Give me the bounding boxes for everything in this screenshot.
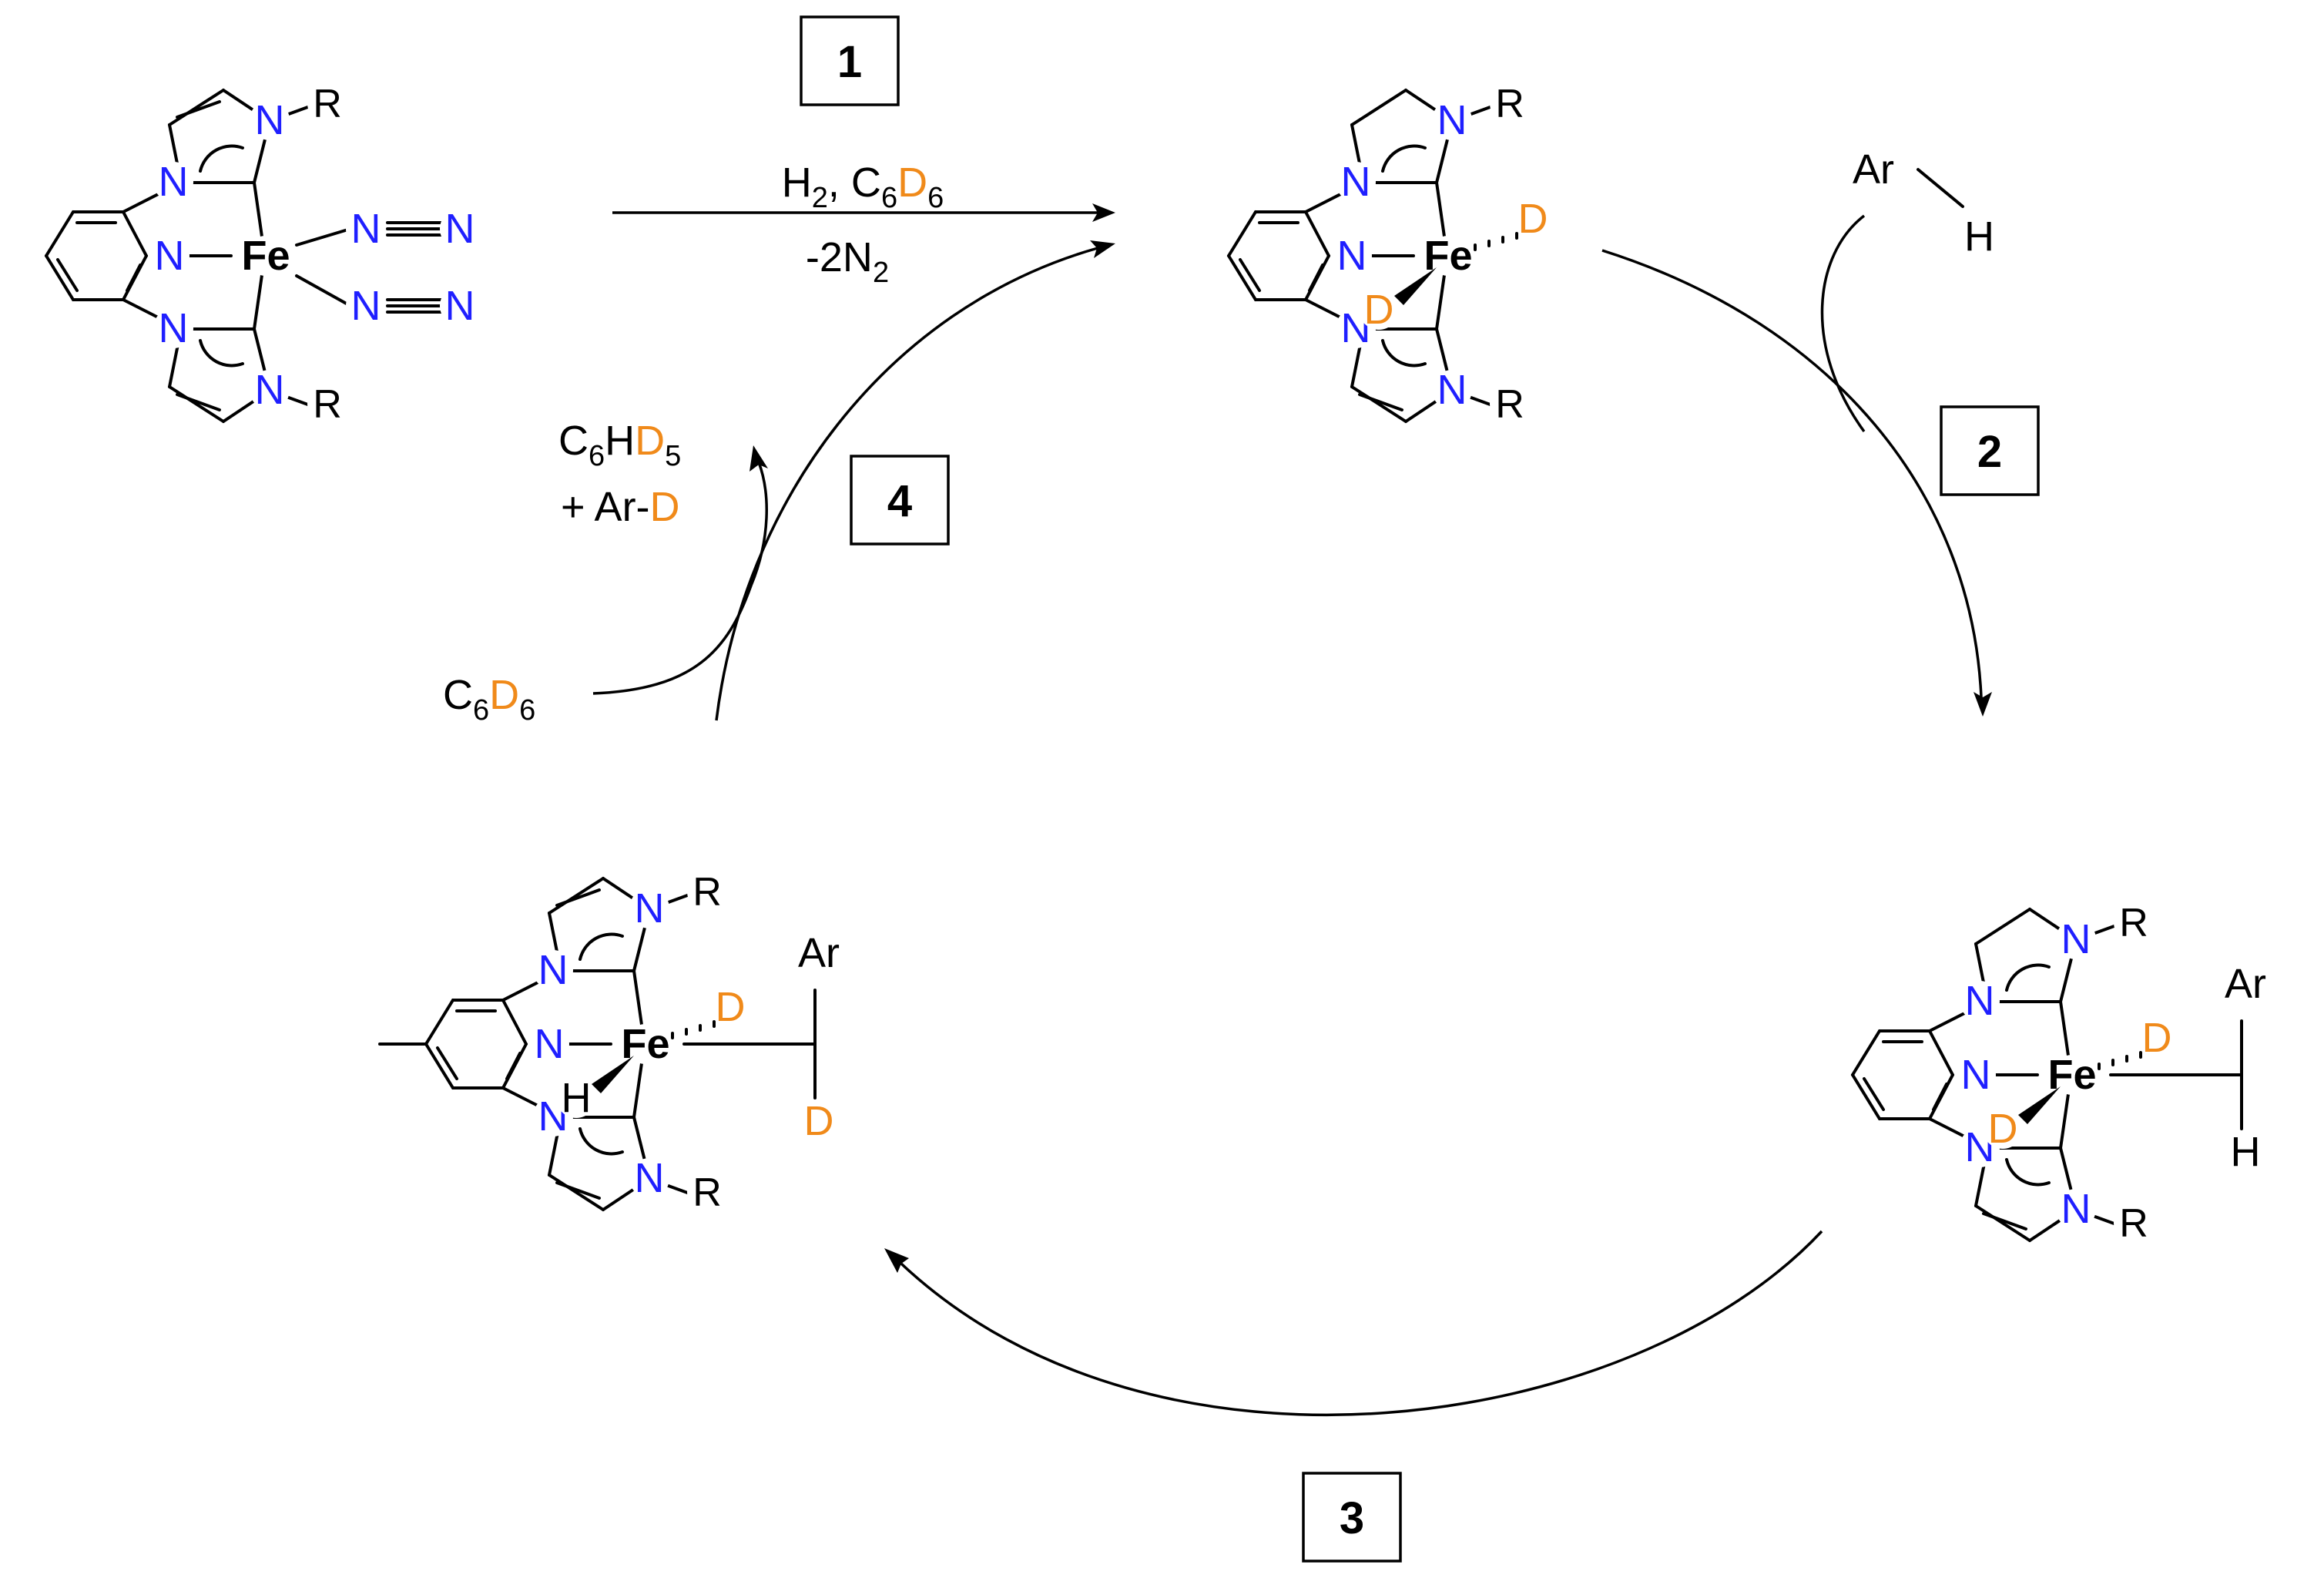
nhc-nitrogen: N: [159, 159, 189, 205]
step2-h-label: H: [1964, 213, 1994, 260]
r-group: R: [313, 82, 342, 126]
wedge-bond: [2018, 1086, 2061, 1124]
nhc-nitrogen: N: [635, 885, 665, 932]
dinitrogen-n: N: [445, 283, 475, 329]
pyridine-nitrogen: N: [155, 233, 185, 279]
step-3-number: 3: [1340, 1493, 1364, 1543]
pyridine-nitrogen: N: [1337, 233, 1367, 279]
step1-arrowhead: [1092, 203, 1115, 222]
step4-product2-label: + Ar-D: [561, 484, 680, 530]
step4-branch-arrowhead: [750, 445, 768, 472]
hydride-ligand: D: [1988, 1106, 2018, 1152]
nhc-nitrogen: N: [1341, 159, 1371, 205]
sigma-bond-atom: H: [2231, 1129, 2261, 1175]
step-2-box: 2: [1940, 405, 2040, 496]
step3-arrow: [900, 1230, 1823, 1417]
step4-species: C6D6 C6HD5 + Ar-D: [443, 418, 681, 727]
step4-arrow: [715, 247, 1098, 721]
cycle-arrows: [592, 203, 1992, 1417]
step-4-box: 4: [850, 455, 950, 546]
step1-loss-label: -2N2: [806, 234, 889, 289]
hydride-ligand: D: [1518, 196, 1548, 242]
iron-center: Fe: [241, 233, 290, 279]
step-1-box: 1: [800, 15, 900, 106]
step2-ar-label: Ar: [1853, 146, 1894, 193]
pyridine-nitrogen: N: [535, 1021, 565, 1067]
r-group: R: [313, 382, 342, 427]
step4-arrowhead: [1090, 240, 1115, 258]
step4-input-label: C6D6: [443, 672, 535, 727]
r-group: R: [693, 870, 722, 915]
step2-arrowhead: [1974, 692, 1992, 717]
nhc-nitrogen: N: [1437, 97, 1467, 143]
step2-reagent: Ar H: [1853, 146, 1994, 260]
dinitrogen-n: N: [351, 283, 381, 329]
wedge-bond: [592, 1056, 634, 1093]
aryl-group: Ar: [798, 930, 840, 976]
step-1-number: 1: [837, 37, 862, 87]
nhc-nitrogen: N: [159, 305, 189, 351]
nhc-nitrogen: N: [2061, 1186, 2091, 1232]
aryl-group: Ar: [2225, 961, 2266, 1007]
r-group: R: [2119, 901, 2148, 945]
r-group: R: [1495, 382, 1524, 427]
nhc-nitrogen: N: [1437, 367, 1467, 413]
r-group: R: [693, 1170, 722, 1215]
r-group: R: [1495, 82, 1524, 126]
sigma-bond-atom: D: [804, 1098, 834, 1144]
step2-reagent-arrow: [1820, 214, 1866, 433]
hydride-ligand: H: [562, 1075, 592, 1121]
step2-arrow: [1601, 249, 1983, 698]
dinitrogen-n: N: [351, 206, 381, 252]
wedge-bond: [1394, 267, 1437, 305]
nhc-nitrogen: N: [635, 1155, 665, 1201]
step4-branch-arrow: [592, 462, 768, 695]
hydride-ligand: D: [2142, 1015, 2172, 1061]
step1-reagent-label: H2, C6D6: [782, 159, 944, 214]
step4-product1-label: C6HD5: [558, 418, 681, 472]
nhc-nitrogen: N: [538, 947, 568, 993]
pyridine-nitrogen: N: [1961, 1052, 1991, 1098]
step3-arrowhead: [884, 1248, 909, 1273]
nhc-nitrogen: N: [255, 97, 285, 143]
hydride-ligand: D: [1364, 287, 1394, 333]
nhc-nitrogen: N: [2061, 916, 2091, 962]
step-2-number: 2: [1977, 427, 2002, 477]
step-4-number: 4: [887, 476, 912, 526]
dinitrogen-n: N: [445, 206, 475, 252]
nhc-nitrogen: N: [1965, 978, 1995, 1024]
step-3-box: 3: [1302, 1472, 1402, 1563]
r-group: R: [2119, 1201, 2148, 1246]
hydride-ligand: D: [716, 984, 746, 1030]
step1-conditions: H2, C6D6 -2N2: [782, 159, 944, 289]
nhc-nitrogen: N: [255, 367, 285, 413]
